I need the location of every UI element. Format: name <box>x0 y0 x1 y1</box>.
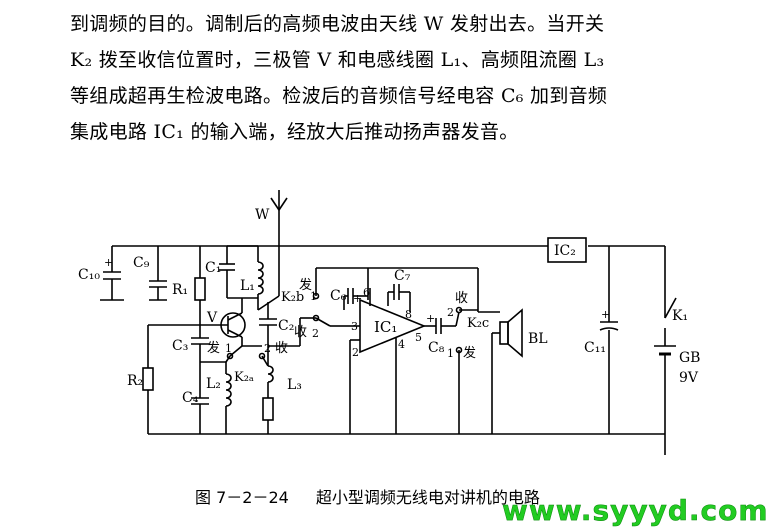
label-c8: C₈ <box>428 340 445 356</box>
capacitor-c3 <box>191 325 209 362</box>
label-ic1: IC₁ <box>374 318 397 336</box>
battery-gb <box>654 345 676 370</box>
label-k2a: K₂ₐ <box>234 370 254 385</box>
paragraph-line-1: 到调频的目的。调制后的高频电波由天线 W 发射出去。当开关 <box>70 13 605 35</box>
label-l3: L₃ <box>287 377 302 393</box>
label-k2b: K₂b <box>281 290 304 305</box>
capacitor-c9 <box>149 246 167 301</box>
label-input-pin2: 2 <box>312 327 319 340</box>
ic2-regulator <box>547 237 587 263</box>
label-c4: C₄ <box>182 390 199 406</box>
label-c2: C₂ <box>278 318 294 334</box>
base-network <box>142 324 200 434</box>
antenna-w <box>270 190 288 245</box>
resistor-r1 <box>194 246 206 318</box>
label-gb: GB <box>679 350 700 366</box>
figure-title: 超小型调频无线电对讲机的电路 <box>315 488 540 507</box>
label-w: W <box>255 207 270 223</box>
label-k2a-send: 发 <box>207 340 220 356</box>
capacitor-c2 <box>259 302 277 346</box>
speaker-bl <box>478 308 523 434</box>
label-k2c: K₂c <box>467 316 489 331</box>
paragraph-line-2: K₂ 拨至收信位置时，三极管 V 和电感线圈 L₁、高频阻流圈 L₃ <box>70 49 605 71</box>
ic1-amplifier <box>349 268 432 434</box>
label-k2c-pin1: 1 <box>447 347 454 360</box>
label-l1: L₁ <box>240 278 255 294</box>
description-paragraph: 到调频的目的。调制后的高频电波由天线 W 发射出去。当开关 K₂ 拨至收信位置时… <box>70 6 750 150</box>
watermark: www.syyyd.com <box>502 494 769 528</box>
label-ic1-pin8: 8 <box>405 308 412 321</box>
switch-k1 <box>664 297 677 346</box>
label-c11: C₁₁ <box>584 340 606 356</box>
capacitor-c7 <box>387 284 411 312</box>
label-k1: K₁ <box>672 308 688 324</box>
transistor-v <box>199 298 246 346</box>
c8-plus: + <box>426 312 435 325</box>
label-input-send: 发 <box>299 277 312 293</box>
label-ic2: IC₂ <box>554 243 576 259</box>
label-ic1-pin5: 5 <box>415 331 422 344</box>
capacitor-c10 <box>100 246 124 301</box>
label-v: V <box>206 310 218 326</box>
capacitor-c6 <box>330 288 368 327</box>
inductor-l2 <box>200 361 232 434</box>
inductor-l1 <box>257 246 264 298</box>
capacitor-c11 <box>599 321 619 434</box>
paragraph-line-3: 等组成超再生检波电路。检波后的音频信号经电容 C₆ 加到音频 <box>70 85 608 107</box>
capacitor-c4 <box>191 362 209 434</box>
choke-l3 <box>261 346 274 434</box>
switch-contacts-input <box>268 267 478 347</box>
label-ic1-pin6: 6 <box>363 286 370 299</box>
label-ic1-pin4: 4 <box>398 338 405 351</box>
label-c9: C₉ <box>133 255 150 271</box>
top-rail <box>112 245 666 322</box>
label-c1: C₁ <box>205 260 221 276</box>
label-bl: BL <box>528 331 548 347</box>
figure-number: 图 7－2－24 <box>195 488 289 507</box>
label-ic1-pin3: 3 <box>351 320 358 333</box>
paragraph-line-4: 集成电路 IC₁ 的输入端，经放大后推动扬声器发音。 <box>70 121 519 143</box>
label-k2a-receive: 收 <box>275 341 288 356</box>
switch-k2c <box>455 268 479 434</box>
label-input-pin1: 1 <box>310 290 317 303</box>
label-r2: R₂ <box>127 373 143 389</box>
label-k2c-pin2: 2 <box>447 306 454 319</box>
label-9v: 9V <box>679 370 699 386</box>
label-c3: C₃ <box>172 338 188 354</box>
figure-caption: 图 7－2－24 超小型调频无线电对讲机的电路 <box>195 484 540 508</box>
c6-plus: + <box>353 292 362 305</box>
label-c7: C₇ <box>394 268 411 284</box>
c11-plus: + <box>601 308 610 321</box>
label-c10: C₁₀ <box>78 267 100 283</box>
label-r1: R₁ <box>172 282 188 298</box>
label-c6: C₆ <box>330 288 347 304</box>
capacitor-c8 <box>432 318 456 334</box>
label-input-receive: 收 <box>294 325 307 340</box>
label-l2: L₂ <box>206 376 221 392</box>
label-k2a-pin1: 1 <box>225 342 232 355</box>
c10-plus: + <box>104 256 113 269</box>
label-k2c-send: 发 <box>463 345 476 361</box>
label-k2c-receive: 收 <box>455 291 468 306</box>
bottom-rail <box>148 370 666 455</box>
label-ic1-pin2: 2 <box>352 346 359 359</box>
